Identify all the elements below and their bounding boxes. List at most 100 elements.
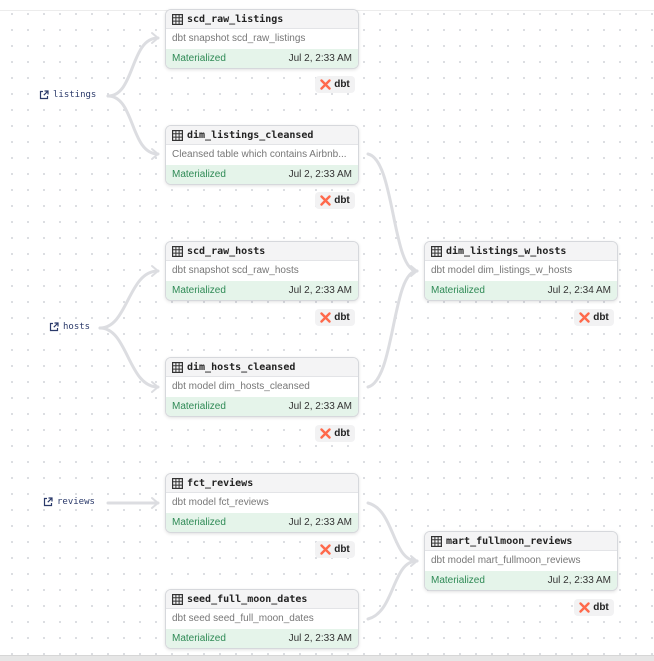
node-title: dim_listings_w_hosts [446,245,567,257]
edge-listings-dim_listings_cleansed [106,94,160,156]
node-title: mart_fullmoon_reviews [446,535,573,547]
table-icon [431,245,442,257]
badge-label: dbt [593,602,609,613]
status-time: Jul 2, 2:33 AM [288,285,352,296]
node-status-bar: Materialized Jul 2, 2:33 AM [425,571,617,590]
node-description: dbt seed seed_full_moon_dates [172,613,314,624]
table-icon [172,593,183,605]
status-time: Jul 2, 2:33 AM [288,401,352,412]
badge-label: dbt [334,428,350,439]
source-label: listings [53,90,97,100]
badge-label: dbt [334,79,350,90]
node-description: dbt model dim_hosts_cleansed [172,381,310,392]
table-icon [172,13,183,25]
node-title: scd_raw_hosts [187,245,266,257]
dbt-logo-icon [320,428,331,439]
bottom-panel-edge [0,655,654,661]
dbt-badge: dbt [315,76,355,93]
table-icon [172,129,183,141]
dbt-badge: dbt [574,599,614,616]
node-description: dbt snapshot scd_raw_listings [172,33,306,44]
table-icon [172,245,183,257]
node-title: dim_hosts_cleansed [187,361,296,373]
status-time: Jul 2, 2:33 AM [288,53,352,64]
source-label: hosts [63,322,91,332]
node-dim_listings_w_hosts[interactable]: dim_listings_w_hosts dbt model dim_listi… [424,241,618,301]
dbt-badge: dbt [315,192,355,209]
node-mart_fullmoon_reviews[interactable]: mart_fullmoon_reviews dbt model mart_ful… [424,531,618,591]
node-description: dbt snapshot scd_raw_hosts [172,265,299,276]
dbt-logo-icon [579,602,590,613]
edge-hosts-dim_hosts_cleansed [98,326,160,389]
external-link-icon [39,90,49,100]
table-icon [431,535,442,547]
dbt-badge: dbt [574,309,614,326]
node-title: dim_listings_cleansed [187,129,314,141]
dbt-logo-icon [320,195,331,206]
status-label: Materialized [172,285,226,296]
source-reviews[interactable]: reviews [40,496,98,508]
status-label: Materialized [172,401,226,412]
status-time: Jul 2, 2:33 AM [288,169,352,180]
dbt-badge: dbt [315,425,355,442]
table-icon [172,477,183,489]
node-description: Cleansed table which contains Airbnb... [172,149,347,160]
node-scd_raw_listings[interactable]: scd_raw_listings dbt snapshot scd_raw_li… [165,9,359,69]
node-status-bar: Materialized Jul 2, 2:33 AM [166,397,358,416]
node-fct_reviews[interactable]: fct_reviews dbt model fct_reviews Materi… [165,473,359,533]
source-hosts[interactable]: hosts [46,321,94,333]
status-label: Materialized [172,633,226,644]
source-listings[interactable]: listings [36,89,100,101]
status-label: Materialized [172,53,226,64]
edge-dim_listings_cleansed-dim_listings_w_hosts [366,152,419,273]
source-label: reviews [57,497,95,507]
external-link-icon [49,322,59,332]
status-label: Materialized [172,517,226,528]
node-description: dbt model mart_fullmoon_reviews [431,555,581,566]
node-dim_hosts_cleansed[interactable]: dim_hosts_cleansed dbt model dim_hosts_c… [165,357,359,417]
external-link-icon [43,497,53,507]
badge-label: dbt [334,195,350,206]
node-status-bar: Materialized Jul 2, 2:33 AM [166,513,358,532]
node-dim_listings_cleansed[interactable]: dim_listings_cleansed Cleansed table whi… [165,125,359,185]
node-description: dbt model fct_reviews [172,497,269,508]
node-scd_raw_hosts[interactable]: scd_raw_hosts dbt snapshot scd_raw_hosts… [165,241,359,301]
status-label: Materialized [431,575,485,586]
node-title: fct_reviews [187,477,254,489]
edge-seed_full_moon_dates-mart_fullmoon_reviews [366,559,419,621]
edge-fct_reviews-mart_fullmoon_reviews [366,501,419,563]
node-description: dbt model dim_listings_w_hosts [431,265,573,276]
status-time: Jul 2, 2:33 AM [288,633,352,644]
table-icon [172,361,183,373]
status-label: Materialized [172,169,226,180]
node-header: scd_raw_hosts [166,242,358,261]
node-seed_full_moon_dates[interactable]: seed_full_moon_dates dbt seed seed_full_… [165,589,359,649]
dbt-logo-icon [579,312,590,323]
node-header: dim_hosts_cleansed [166,358,358,377]
status-time: Jul 2, 2:33 AM [288,517,352,528]
edge-hosts-scd_raw_hosts [98,269,160,330]
dbt-logo-icon [320,312,331,323]
node-header: fct_reviews [166,474,358,493]
dbt-logo-icon [320,544,331,555]
dbt-logo-icon [320,79,331,90]
node-title: seed_full_moon_dates [187,593,308,605]
edge-listings-scd_raw_listings [106,36,160,98]
node-header: dim_listings_w_hosts [425,242,617,261]
edge-dim_hosts_cleansed-dim_listings_w_hosts [366,269,419,389]
dbt-badge: dbt [315,541,355,558]
node-status-bar: Materialized Jul 2, 2:33 AM [166,49,358,68]
status-label: Materialized [431,285,485,296]
badge-label: dbt [334,312,350,323]
node-status-bar: Materialized Jul 2, 2:33 AM [166,165,358,184]
status-time: Jul 2, 2:34 AM [547,285,611,296]
node-header: mart_fullmoon_reviews [425,532,617,551]
dbt-badge: dbt [315,309,355,326]
status-time: Jul 2, 2:33 AM [547,575,611,586]
node-status-bar: Materialized Jul 2, 2:33 AM [166,281,358,300]
badge-label: dbt [593,312,609,323]
node-title: scd_raw_listings [187,13,284,25]
node-header: dim_listings_cleansed [166,126,358,145]
node-status-bar: Materialized Jul 2, 2:33 AM [166,629,358,648]
